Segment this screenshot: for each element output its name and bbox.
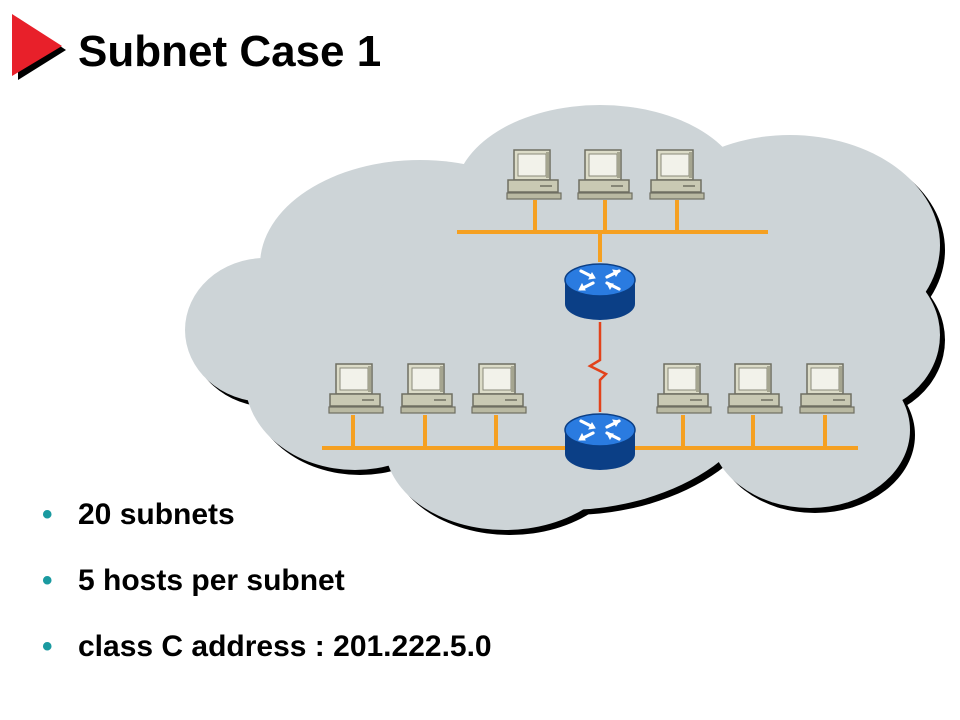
cloud-icon bbox=[185, 105, 945, 535]
router-icon bbox=[563, 412, 637, 472]
bullet-text: 5 hosts per subnet bbox=[78, 564, 345, 597]
router-icon bbox=[563, 262, 637, 322]
list-item: • 20 subnets bbox=[42, 482, 492, 548]
red-triangle-icon bbox=[12, 14, 66, 80]
bullet-text: class C address : 201.222.5.0 bbox=[78, 630, 492, 663]
list-item: • 5 hosts per subnet bbox=[42, 548, 492, 614]
serial-link-icon bbox=[587, 322, 609, 412]
list-item: • class C address : 201.222.5.0 bbox=[42, 614, 492, 680]
top-lan bbox=[457, 149, 768, 262]
bullet-list: • 20 subnets • 5 hosts per subnet • clas… bbox=[42, 482, 492, 680]
bullet-text: 20 subnets bbox=[78, 498, 235, 531]
page-title: Subnet Case 1 bbox=[78, 27, 382, 76]
